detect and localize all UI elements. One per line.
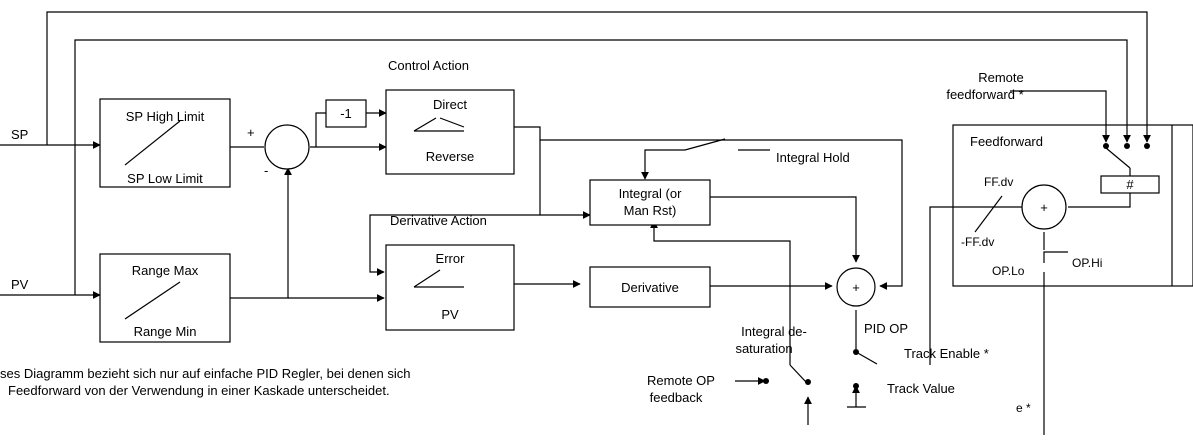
invert-label: -1 — [340, 106, 352, 121]
direct-label: Direct — [433, 97, 467, 112]
integral-line2: Man Rst) — [624, 203, 677, 218]
sum-plus-sign: + — [247, 125, 255, 140]
derivative-label: Derivative — [621, 280, 679, 295]
sp-input-label: SP — [11, 127, 28, 142]
ff-hash-label: # — [1126, 177, 1134, 192]
remote-ff-line2: feedforward * — [946, 87, 1023, 102]
integral-desaturation: Integral de- saturation Remote OP feedba… — [647, 324, 811, 405]
track-enable-label: Track Enable * — [904, 346, 989, 361]
op-lo-label: OP.Lo — [992, 264, 1025, 278]
remote-op-line1: Remote OP — [647, 373, 715, 388]
sum-minus-sign: - — [264, 163, 268, 178]
error-label: Error — [436, 251, 466, 266]
derivative-action-title: Derivative Action — [390, 213, 487, 228]
ff-sum-plus: + — [1040, 200, 1048, 215]
remote-ff-line1: Remote — [978, 70, 1024, 85]
pid-sum-plus: + — [852, 280, 860, 295]
derivative-block: Derivative — [589, 266, 711, 308]
remote-op-line2: feedback — [650, 390, 703, 405]
range-max-label: Range Max — [132, 263, 199, 278]
integral-hold-switch — [684, 138, 726, 151]
partial-label: e * — [1016, 401, 1031, 415]
reverse-label: Reverse — [426, 149, 474, 164]
feedforward-title: Feedforward — [970, 134, 1043, 149]
track-value-label: Track Value — [887, 381, 955, 396]
control-action-block: Control Action Direct Reverse — [385, 58, 515, 175]
sp-low-limit-label: SP Low Limit — [127, 171, 203, 186]
pid-summing-junction: + PID OP — [836, 267, 908, 336]
pv-input-label: PV — [11, 277, 29, 292]
pv-select-label: PV — [441, 307, 459, 322]
ff-dv-label: FF.dv — [984, 175, 1013, 189]
range-block: Range Max Range Min — [99, 253, 231, 343]
derivative-action-block: Derivative Action Error PV — [385, 213, 515, 331]
integral-desat-line2: saturation — [735, 341, 792, 356]
integral-desat-line1: Integral de- — [741, 324, 807, 339]
neg-ff-dv-label: -FF.dv — [961, 235, 994, 249]
track-switch: Track Enable * Track Value e * — [853, 346, 1031, 415]
control-action-title: Control Action — [388, 58, 469, 73]
sp-high-limit-label: SP High Limit — [126, 109, 205, 124]
note-line2: Feedforward von der Verwendung in einer … — [8, 383, 390, 398]
input-labels: SP PV — [11, 127, 29, 292]
invert-block: -1 — [325, 99, 367, 128]
pid-op-label: PID OP — [864, 321, 908, 336]
note-line1: ses Diagramm bezieht sich nur auf einfac… — [0, 366, 410, 381]
op-hi-label: OP.Hi — [1072, 256, 1102, 270]
diagram-note: ses Diagramm bezieht sich nur auf einfac… — [0, 366, 410, 398]
integral-hold-label: Integral Hold — [776, 150, 850, 165]
range-min-label: Range Min — [134, 324, 197, 339]
integral-block: Integral (or Man Rst) Integral Hold — [589, 138, 850, 226]
signal-wires — [0, 11, 1173, 435]
integral-line1: Integral (or — [619, 186, 683, 201]
feedforward-block: Remote feedforward * Feedforward # + FF.… — [946, 70, 1193, 287]
sp-limit-block: SP High Limit SP Low Limit — [99, 98, 231, 188]
error-summing-junction: + - — [247, 124, 310, 178]
